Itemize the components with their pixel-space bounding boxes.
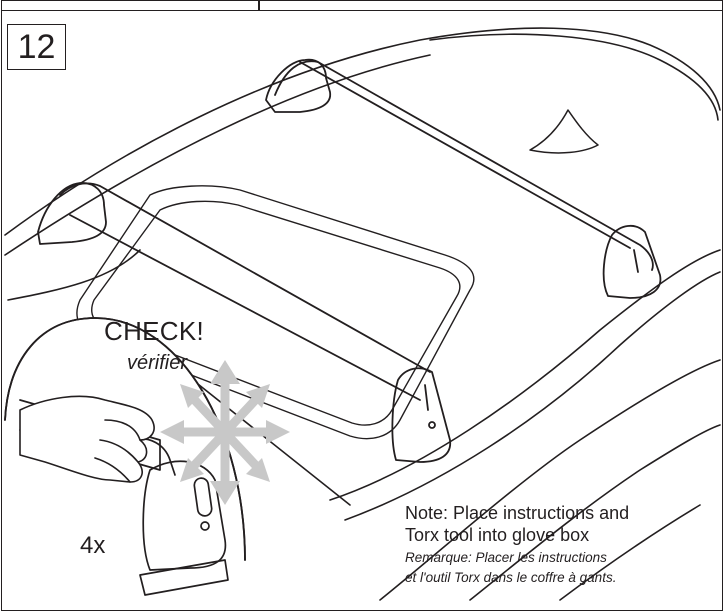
quantity-label: 4x (80, 532, 106, 559)
check-title: CHECK! (104, 316, 205, 346)
hand-illustration (19, 395, 155, 483)
front-crossbar (37, 182, 452, 463)
rear-crossbar (265, 58, 662, 299)
movement-arrows-icon (160, 360, 290, 505)
note-en-line-1: Note: Place instructions and (405, 503, 630, 523)
note-block: Note: Place instructions and Torx tool i… (405, 502, 725, 588)
note-fr-line-1: Remarque: Placer les instructions (405, 550, 607, 565)
header-divider (258, 1, 260, 11)
note-en-line-2: Torx tool into glove box (405, 525, 590, 545)
note-fr-line-2: et l'outil Torx dans le coffre à gants. (405, 570, 617, 585)
check-subtitle: vérifier (127, 352, 188, 374)
step-number: 12 (7, 24, 66, 70)
antenna (529, 109, 599, 154)
header-strip (2, 1, 722, 11)
